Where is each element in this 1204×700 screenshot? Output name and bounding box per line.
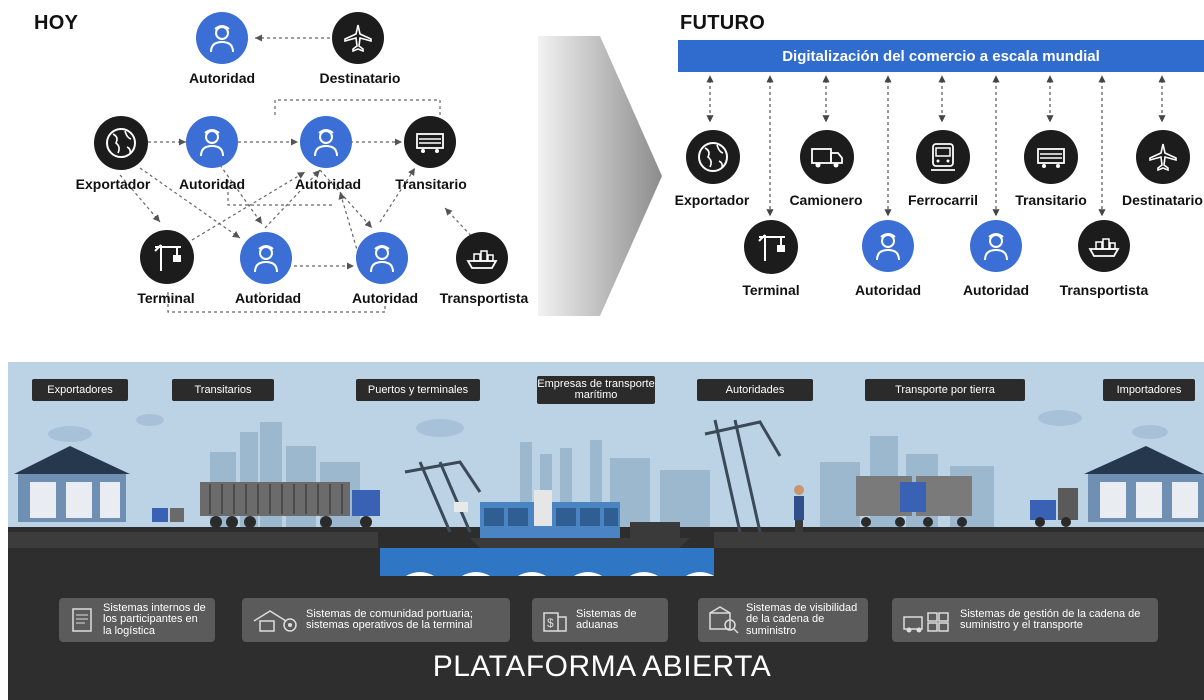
- hoy-transitario-node: [404, 116, 456, 168]
- hoy-exportador-node: [94, 116, 148, 170]
- system-aduanas: $ Sistemas de aduanas: [532, 598, 668, 642]
- futuro-exportador-label: Exportador: [674, 192, 750, 208]
- hoy-autoridad-2-label: Autoridad: [294, 176, 362, 192]
- hoy-transportista-label: Transportista: [439, 290, 529, 306]
- hoy-transitario-label: Transitario: [395, 176, 467, 192]
- hoy-autoridad-4-node: [356, 232, 408, 284]
- futuro-exportador-node: [686, 130, 740, 184]
- hoy-transportista-node: [456, 232, 508, 284]
- system-visibilidad: Sistemas de visibilidad de la cadena de …: [698, 598, 868, 642]
- category-autoridades: Autoridades: [697, 379, 813, 401]
- futuro-autoridad-1-node: [862, 220, 914, 272]
- officer-icon: [876, 233, 900, 261]
- category-puertos: Puertos y terminales: [356, 379, 480, 401]
- hoy-destinatario-node: [332, 12, 384, 64]
- category-transitarios: Transitarios: [172, 379, 274, 401]
- futuro-autoridad-2-label: Autoridad: [962, 282, 1030, 298]
- airplane-icon: [1149, 143, 1177, 172]
- futuro-terminal-label: Terminal: [742, 282, 800, 298]
- ship-icon: [466, 250, 498, 269]
- futuro-transportista-label: Transportista: [1059, 282, 1149, 298]
- globe-icon: [106, 128, 136, 158]
- hoy-autoridad-2-node: [300, 116, 352, 168]
- airplane-icon: [344, 24, 372, 53]
- transition-arrow: [538, 36, 662, 316]
- train-icon: [1037, 148, 1065, 168]
- futuro-camionero-label: Camionero: [789, 192, 863, 208]
- hoy-autoridad-1-label: Autoridad: [178, 176, 246, 192]
- hoy-terminal-label: Terminal: [137, 290, 195, 306]
- digitalization-banner: Digitalización del comercio a escala mun…: [678, 40, 1204, 72]
- globe-icon: [698, 142, 728, 172]
- category-exportadores: Exportadores: [32, 379, 128, 401]
- futuro-terminal-node: [744, 220, 798, 274]
- category-importadores: Importadores: [1103, 379, 1195, 401]
- officer-icon: [314, 129, 338, 157]
- hoy-exportador-label: Exportador: [75, 176, 151, 192]
- hoy-terminal-node: [140, 230, 194, 284]
- system-comunidad: Sistemas de comunidad portuaria; sistema…: [242, 598, 510, 642]
- hoy-autoridad-4-label: Autoridad: [351, 290, 419, 306]
- futuro-ferrocarril-label: Ferrocarril: [907, 192, 979, 208]
- document-icon: [72, 608, 92, 632]
- hoy-heading: HOY: [34, 12, 79, 34]
- system-gestion-label: Sistemas de gestión de la cadena de sumi…: [960, 607, 1141, 631]
- svg-text:$: $: [547, 616, 554, 630]
- hoy-autoridad-top-label: Autoridad: [188, 70, 256, 86]
- officer-icon: [370, 245, 394, 273]
- futuro-destinatario-label: Destinatario: [1122, 192, 1203, 208]
- truck-icon: [811, 148, 843, 168]
- train-icon: [416, 133, 444, 153]
- train-front-icon: [931, 143, 955, 171]
- crane-icon: [758, 234, 785, 261]
- futuro-autoridad-1-label: Autoridad: [854, 282, 922, 298]
- futuro-transitario-node: [1024, 130, 1078, 184]
- futuro-autoridad-2-node: [970, 220, 1022, 272]
- futuro-heading: FUTURO: [680, 12, 766, 34]
- category-transporte: Transporte por tierra: [865, 379, 1025, 401]
- ship-icon: [1088, 238, 1120, 257]
- officer-icon: [200, 129, 224, 157]
- visibility-icon: [709, 606, 739, 634]
- hoy-destinatario-label: Destinatario: [319, 70, 401, 86]
- futuro-ferrocarril-node: [916, 130, 970, 184]
- system-internos-label: Sistemas internos de los participantes e…: [103, 601, 206, 637]
- hoy-autoridad-3-label: Autoridad: [234, 290, 302, 306]
- system-visibilidad-label: Sistemas de visibilidad de la cadena de …: [746, 601, 858, 637]
- hoy-autoridad-1-node: [186, 116, 238, 168]
- system-internos: Sistemas internos de los participantes e…: [59, 598, 215, 642]
- futuro-transportista-node: [1078, 220, 1130, 272]
- officer-icon: [984, 233, 1008, 261]
- system-aduanas-label: Sistemas de aduanas: [576, 607, 637, 631]
- hoy-autoridad-3-node: [240, 232, 292, 284]
- customs-icon: $: [543, 612, 567, 632]
- futuro-camionero-node: [800, 130, 854, 184]
- hoy-autoridad-top-node: [196, 12, 248, 64]
- futuro-destinatario-node: [1136, 130, 1190, 184]
- futuro-transitario-label: Transitario: [1015, 192, 1087, 208]
- officer-icon: [254, 245, 278, 273]
- system-gestion: Sistemas de gestión de la cadena de sumi…: [892, 598, 1158, 642]
- port-systems-icon: [253, 610, 297, 632]
- platform-title: PLATAFORMA ABIERTA: [432, 650, 772, 683]
- category-empresas: Empresas de transporte marítimo: [537, 376, 655, 404]
- supply-chain-icon: [903, 612, 949, 633]
- system-comunidad-label: Sistemas de comunidad portuaria; sistema…: [306, 607, 473, 631]
- officer-icon: [210, 25, 234, 53]
- crane-icon: [154, 244, 181, 271]
